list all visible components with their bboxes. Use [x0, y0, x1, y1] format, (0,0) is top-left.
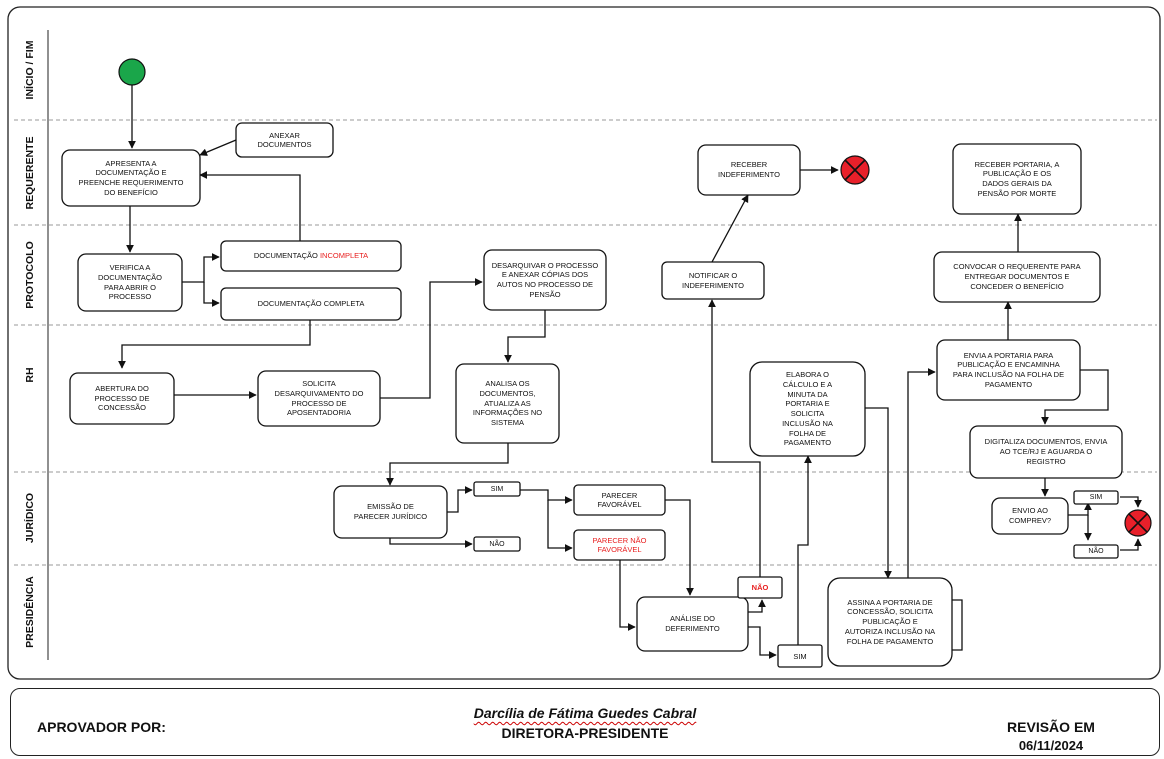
- box-nao1: [473, 536, 521, 552]
- box-verifica: [77, 253, 183, 312]
- box-analisa: [455, 363, 560, 444]
- label-notificar: NOTIFICAR O INDEFERIMENTO: [682, 270, 744, 290]
- label-convocar: CONVOCAR O REQUERENTE PARA ENTREGAR DOCU…: [953, 262, 1081, 291]
- box-favoravel: [573, 484, 666, 516]
- box-sim2: [777, 644, 823, 668]
- signer-role: DIRETORA-PRESIDENTE: [501, 725, 669, 741]
- label-analisa: ANALISA OS DOCUMENTOS, ATUALIZA AS INFOR…: [472, 379, 543, 428]
- label-nao3: NÃO: [1088, 548, 1104, 555]
- label-apresenta: APRESENTA A DOCUMENTAÇÃO E PREENCHE REQU…: [78, 158, 184, 197]
- box-emissao: [333, 485, 448, 539]
- approver-label: APROVADOR POR:: [37, 719, 166, 735]
- label-nao2: NÃO: [751, 583, 769, 592]
- lane-label-presidencia: PRESIDÊNCIA: [23, 576, 36, 648]
- signer-name: Darcília de Fátima Guedes Cabral: [473, 705, 697, 721]
- box-nao-favoravel: [573, 529, 666, 561]
- lane-label-juridico: JURÍDICO: [23, 493, 36, 543]
- box-abertura: [69, 372, 175, 425]
- lane-separators: [14, 119, 1157, 566]
- label-elabora: ELABORA O CÁLCULO E A MINUTA DA PORTARIA…: [782, 370, 833, 448]
- label-solicita: SOLICITA DESARQUIVAMENTO DO PROCESSO DE …: [274, 379, 364, 418]
- label-nao1: NÃO: [489, 540, 505, 548]
- label-verifica: VERIFICA A DOCUMENTAÇÃO PARA ABRIR O PRO…: [97, 263, 163, 302]
- box-solicita: [257, 370, 381, 427]
- label-receber-portaria: RECEBER PORTARIA, A PUBLICAÇÃO E OS DADO…: [974, 159, 1060, 198]
- label-sim2: SIM: [793, 651, 807, 661]
- label-sim3: SIM: [1089, 494, 1103, 501]
- label-anexar: ANEXAR DOCUMENTOS: [257, 130, 312, 149]
- lane-label-requerente: REQUERENTE: [24, 137, 36, 210]
- label-desarquivar: DESARQUIVAR O PROCESSO E ANEXAR CÓPIAS D…: [491, 260, 599, 299]
- box-desarquivar: [483, 249, 607, 311]
- label-assina: ASSINA A PORTARIA DE CONCESSÃO, SOLICITA…: [844, 597, 936, 646]
- box-receber-indef: [697, 144, 801, 196]
- label-analise-def: ANÁLISE DO DEFERIMENTO: [665, 614, 720, 633]
- label-receber-indef: RECEBER INDEFERIMENTO: [718, 160, 780, 179]
- box-doc-completa: [220, 287, 402, 321]
- label-doc-incompleta: DOCUMENTAÇÃO INCOMPLETA: [253, 251, 369, 261]
- label-doc-completa: DOCUMENTAÇÃO COMPLETA: [257, 299, 365, 309]
- revision-label: REVISÃO EM: [1007, 719, 1095, 735]
- revision-date: 06/11/2024: [1018, 738, 1084, 753]
- lane-label-protocolo: PROTOCOLO: [24, 241, 36, 308]
- box-envia: [936, 339, 1081, 401]
- approval-footer: APROVADOR POR: Darcília de Fátima Guedes…: [10, 688, 1160, 756]
- label-digitaliza: DIGITALIZA DOCUMENTOS, ENVIA AO TCE/RJ E…: [984, 437, 1108, 466]
- end-node-indeferimento: [840, 155, 870, 185]
- box-digitaliza: [969, 425, 1123, 479]
- box-elabora: [749, 361, 866, 457]
- label-envio: ENVIO AO COMPREV?: [1008, 506, 1052, 525]
- process-flowchart: INÍCIO / FIM REQUERENTE PROTOCOLO RH JUR…: [7, 6, 1161, 680]
- box-envio: [991, 497, 1069, 535]
- box-convocar: [933, 251, 1101, 303]
- box-nao2: [737, 576, 783, 599]
- process-boxes: [61, 122, 1123, 668]
- box-analise-def: [636, 596, 749, 652]
- box-sim3: [1073, 490, 1119, 505]
- lane-label-rh: RH: [24, 367, 36, 382]
- label-emissao: EMISSÃO DE PARECER JURÍDICO: [353, 502, 428, 521]
- start-node: [118, 58, 146, 86]
- label-sim1: SIM: [490, 485, 504, 493]
- label-envia: ENVIA A PORTARIA PARA PUBLICAÇÃO E ENCAM…: [952, 350, 1065, 389]
- lane-label-inicio-fim: INÍCIO / FIM: [23, 40, 36, 99]
- box-receber-portaria: [952, 143, 1082, 215]
- box-apresenta: [61, 149, 201, 207]
- box-sim1: [473, 481, 521, 497]
- label-nao-favoravel: PARECER NÃO FAVORÁVEL: [592, 535, 647, 554]
- label-favoravel: PARECER FAVORÁVEL: [597, 490, 642, 509]
- box-nao3: [1073, 544, 1119, 559]
- label-abertura: ABERTURA DO PROCESSO DE CONCESSÃO: [94, 383, 150, 413]
- box-doc-incompleta: [220, 240, 402, 272]
- box-anexar: [235, 122, 334, 158]
- box-assina: [827, 577, 953, 667]
- box-notificar: [661, 261, 765, 300]
- end-node-final: [1124, 509, 1152, 537]
